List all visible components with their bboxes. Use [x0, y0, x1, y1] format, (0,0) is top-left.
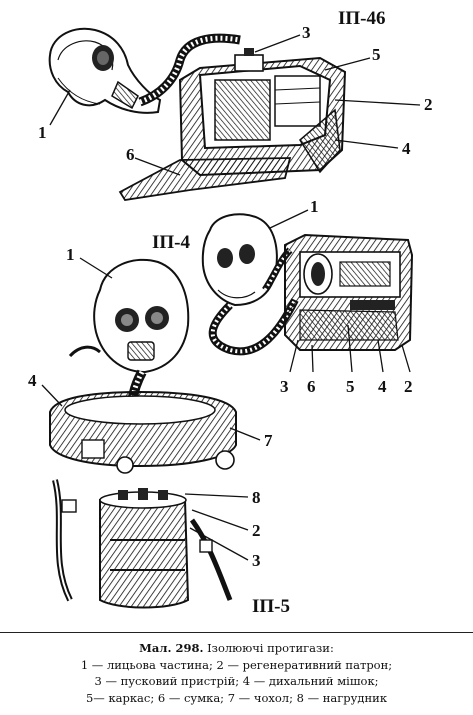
caption-divider	[0, 632, 473, 633]
ip5-face-mask	[68, 258, 190, 374]
ip46-bag	[178, 48, 347, 177]
ip46-callout-3: 3	[302, 23, 311, 42]
caption-legend-line-2: 3 — пусковий пристрій; 4 — дихальний міш…	[94, 674, 379, 688]
ip5-callout-8: 8	[252, 488, 261, 507]
ip4-box	[284, 233, 414, 351]
ip4-callout-5: 5	[346, 377, 355, 396]
ip46-apparatus: ІП-46 3 5 2 4 6 1	[38, 8, 433, 201]
ip4-face-mask	[201, 213, 278, 307]
gas-mask-illustration: ІП-46 3 5 2 4 6 1	[28, 8, 433, 617]
caption-legend-line-1: 1 — лицьова частина; 2 — регенеративний …	[80, 657, 393, 672]
ip5-callout-2: 2	[252, 521, 261, 540]
ip46-callout-5: 5	[372, 45, 381, 64]
caption-title-line: Мал. 298. Ізолюючі протигази:	[0, 640, 473, 657]
ip4-callout-6: 6	[307, 377, 316, 396]
ip46-model-label: ІП-46	[338, 8, 386, 29]
ip5-apparatus: 4 7 8 2 3 ІП-5	[28, 258, 290, 617]
ip5-callout-7: 7	[264, 431, 273, 450]
illustration-area: ІП-46 3 5 2 4 6 1	[28, 8, 433, 617]
ip46-callout-6: 6	[126, 145, 135, 164]
ip4-callout-4: 4	[378, 377, 387, 396]
ip46-callout-4: 4	[402, 139, 411, 158]
ip5-model-label: ІП-5	[252, 596, 290, 617]
ip4-model-label: ІП-4	[152, 232, 191, 253]
ip5-callout-1: 1	[66, 245, 75, 264]
ip4-callout-2: 2	[404, 377, 413, 396]
ip5-bag	[49, 390, 237, 474]
ip46-callout-2: 2	[424, 95, 433, 114]
figure-number: Мал. 298.	[139, 641, 204, 655]
ip5-callout-4: 4	[28, 371, 37, 390]
caption-legend-line-3: 5— каркас; 6 — сумка; 7 — чохол; 8 — наг…	[85, 690, 388, 705]
ip4-callout-1: 1	[310, 197, 319, 216]
ip5-canister	[99, 488, 190, 609]
caption-title: Ізолюючі протигази:	[207, 641, 334, 655]
figure-caption: Мал. 298. Ізолюючі протигази: 1 — лицьов…	[0, 640, 473, 706]
ip4-apparatus: ІП-4 1 3 6 5 4 2	[152, 197, 414, 396]
ip46-face-mask	[48, 27, 162, 114]
ip46-callout-1: 1	[38, 123, 47, 142]
ip4-callout-3: 3	[280, 377, 289, 396]
ip5-callout-3: 3	[252, 551, 261, 570]
ip46-strap	[118, 157, 292, 201]
